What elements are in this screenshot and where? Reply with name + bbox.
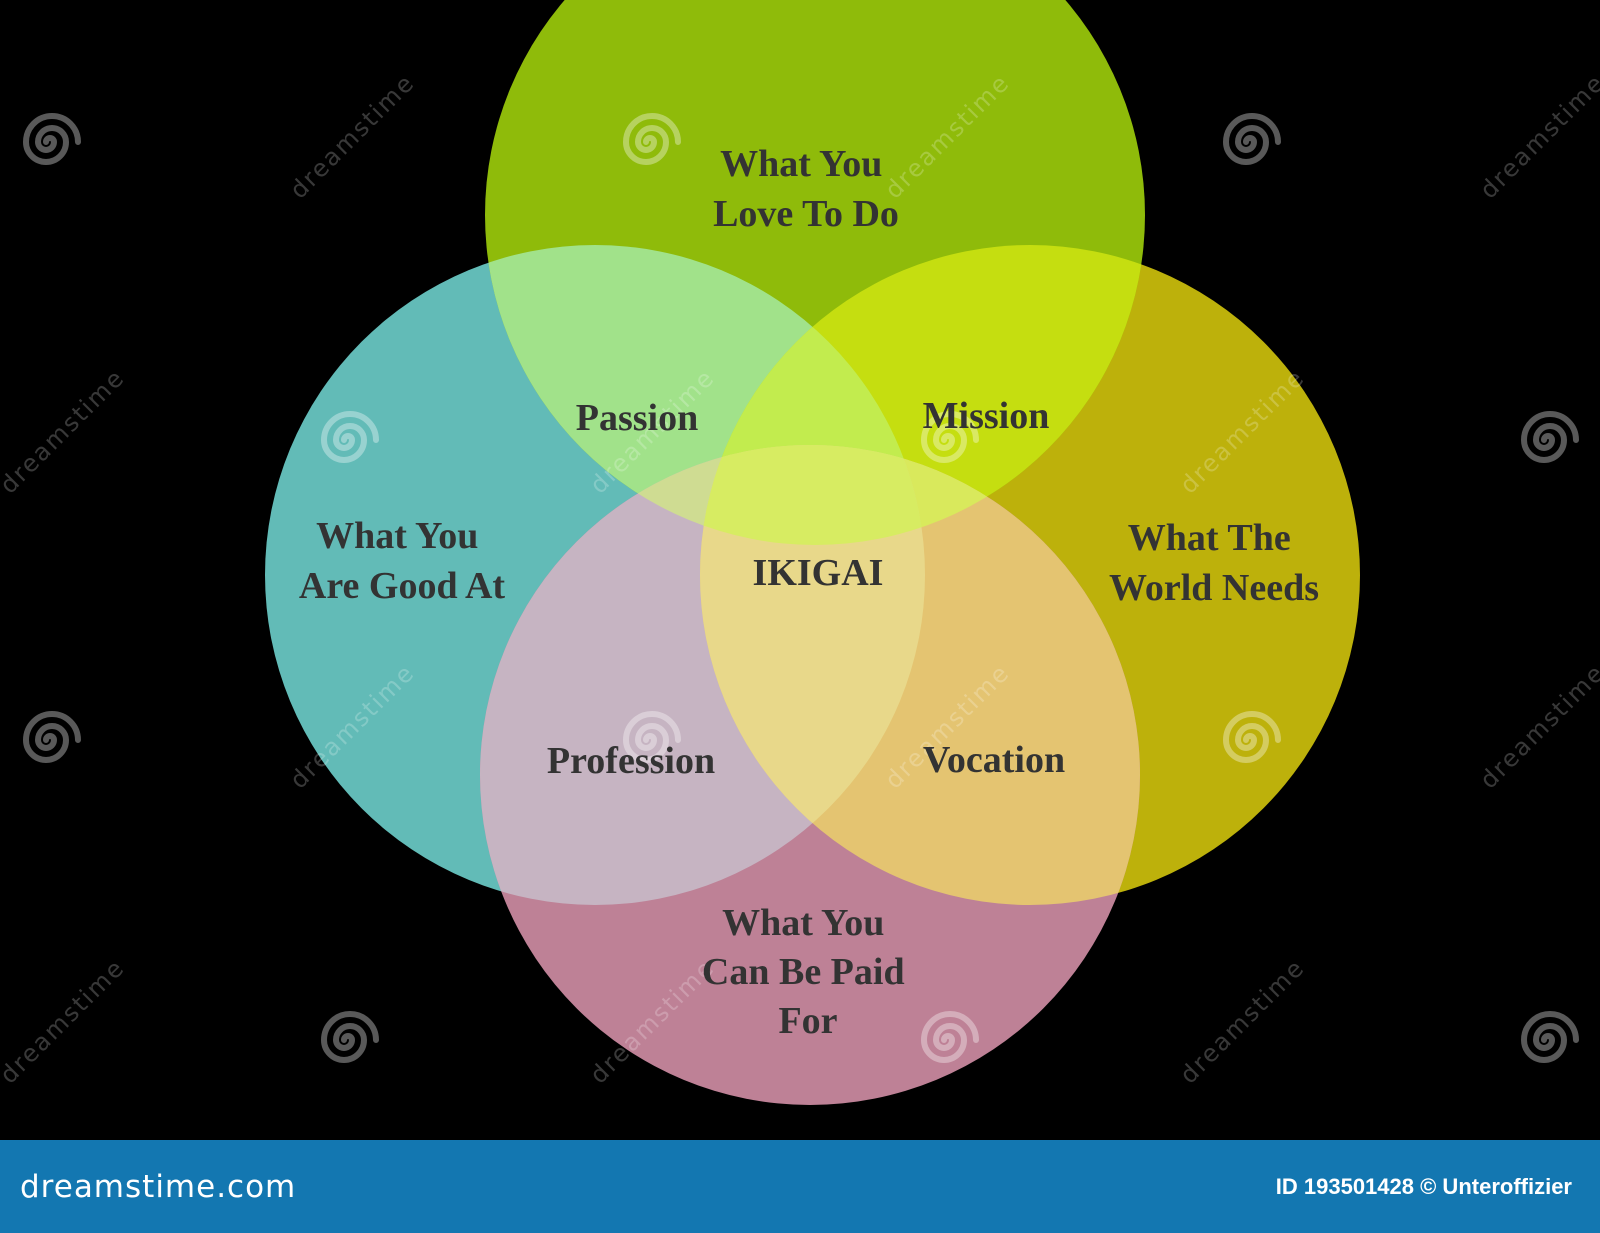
watermark-spiral-icon (1222, 711, 1281, 763)
watermark-text: dreamstime (0, 363, 130, 499)
watermark-spiral-icon (1222, 113, 1281, 165)
watermark-spiral-icon (320, 1011, 379, 1063)
watermark-text: dreamstime (1474, 68, 1600, 204)
watermark-spiral-icon (22, 113, 81, 165)
label-what-you-can-be-paid-for: What You Can Be Paid For (702, 902, 914, 1042)
label-passion: Passion (576, 397, 698, 439)
overlap-left-right-bottom (700, 445, 925, 905)
label-what-you-love-to-do: What You Love To Do (713, 143, 899, 235)
watermark-spiral-icon (920, 411, 979, 463)
watermark-spiral-group (22, 113, 1579, 1063)
watermark-footer-bar: dreamstime.com ID 193501428 © Unteroffiz… (0, 1140, 1600, 1233)
label-profession: Profession (547, 740, 715, 782)
watermark-spiral-icon (622, 113, 681, 165)
watermark-text: dreamstime (0, 953, 130, 1089)
overlap-top-left-right (700, 245, 925, 545)
watermark-spiral-icon (622, 711, 681, 763)
label-vocation: Vocation (923, 739, 1065, 781)
watermark-spiral-icon (1520, 1011, 1579, 1063)
watermark-text: dreamstime (1474, 658, 1600, 794)
label-mission: Mission (923, 395, 1050, 437)
footer-brand-text: dreamstime.com (20, 1168, 297, 1205)
label-what-the-world-needs: What The World Needs (1109, 517, 1319, 609)
watermark-spiral-icon (320, 411, 379, 463)
label-ikigai: IKIGAI (753, 552, 884, 594)
watermark-text: dreamstime (284, 68, 420, 204)
watermark-spiral-icon (920, 1011, 979, 1063)
label-what-you-are-good-at: What You Are Good At (299, 515, 506, 607)
watermark-spiral-icon (22, 711, 81, 763)
ikigai-venn-diagram: dreamstime dreamstime dreamstime dreamst… (0, 0, 1600, 1105)
watermark-text: dreamstime (1174, 953, 1310, 1089)
footer-image-id: ID 193501428 © Unteroffizier (1275, 1173, 1572, 1199)
watermark-spiral-icon (1520, 411, 1579, 463)
